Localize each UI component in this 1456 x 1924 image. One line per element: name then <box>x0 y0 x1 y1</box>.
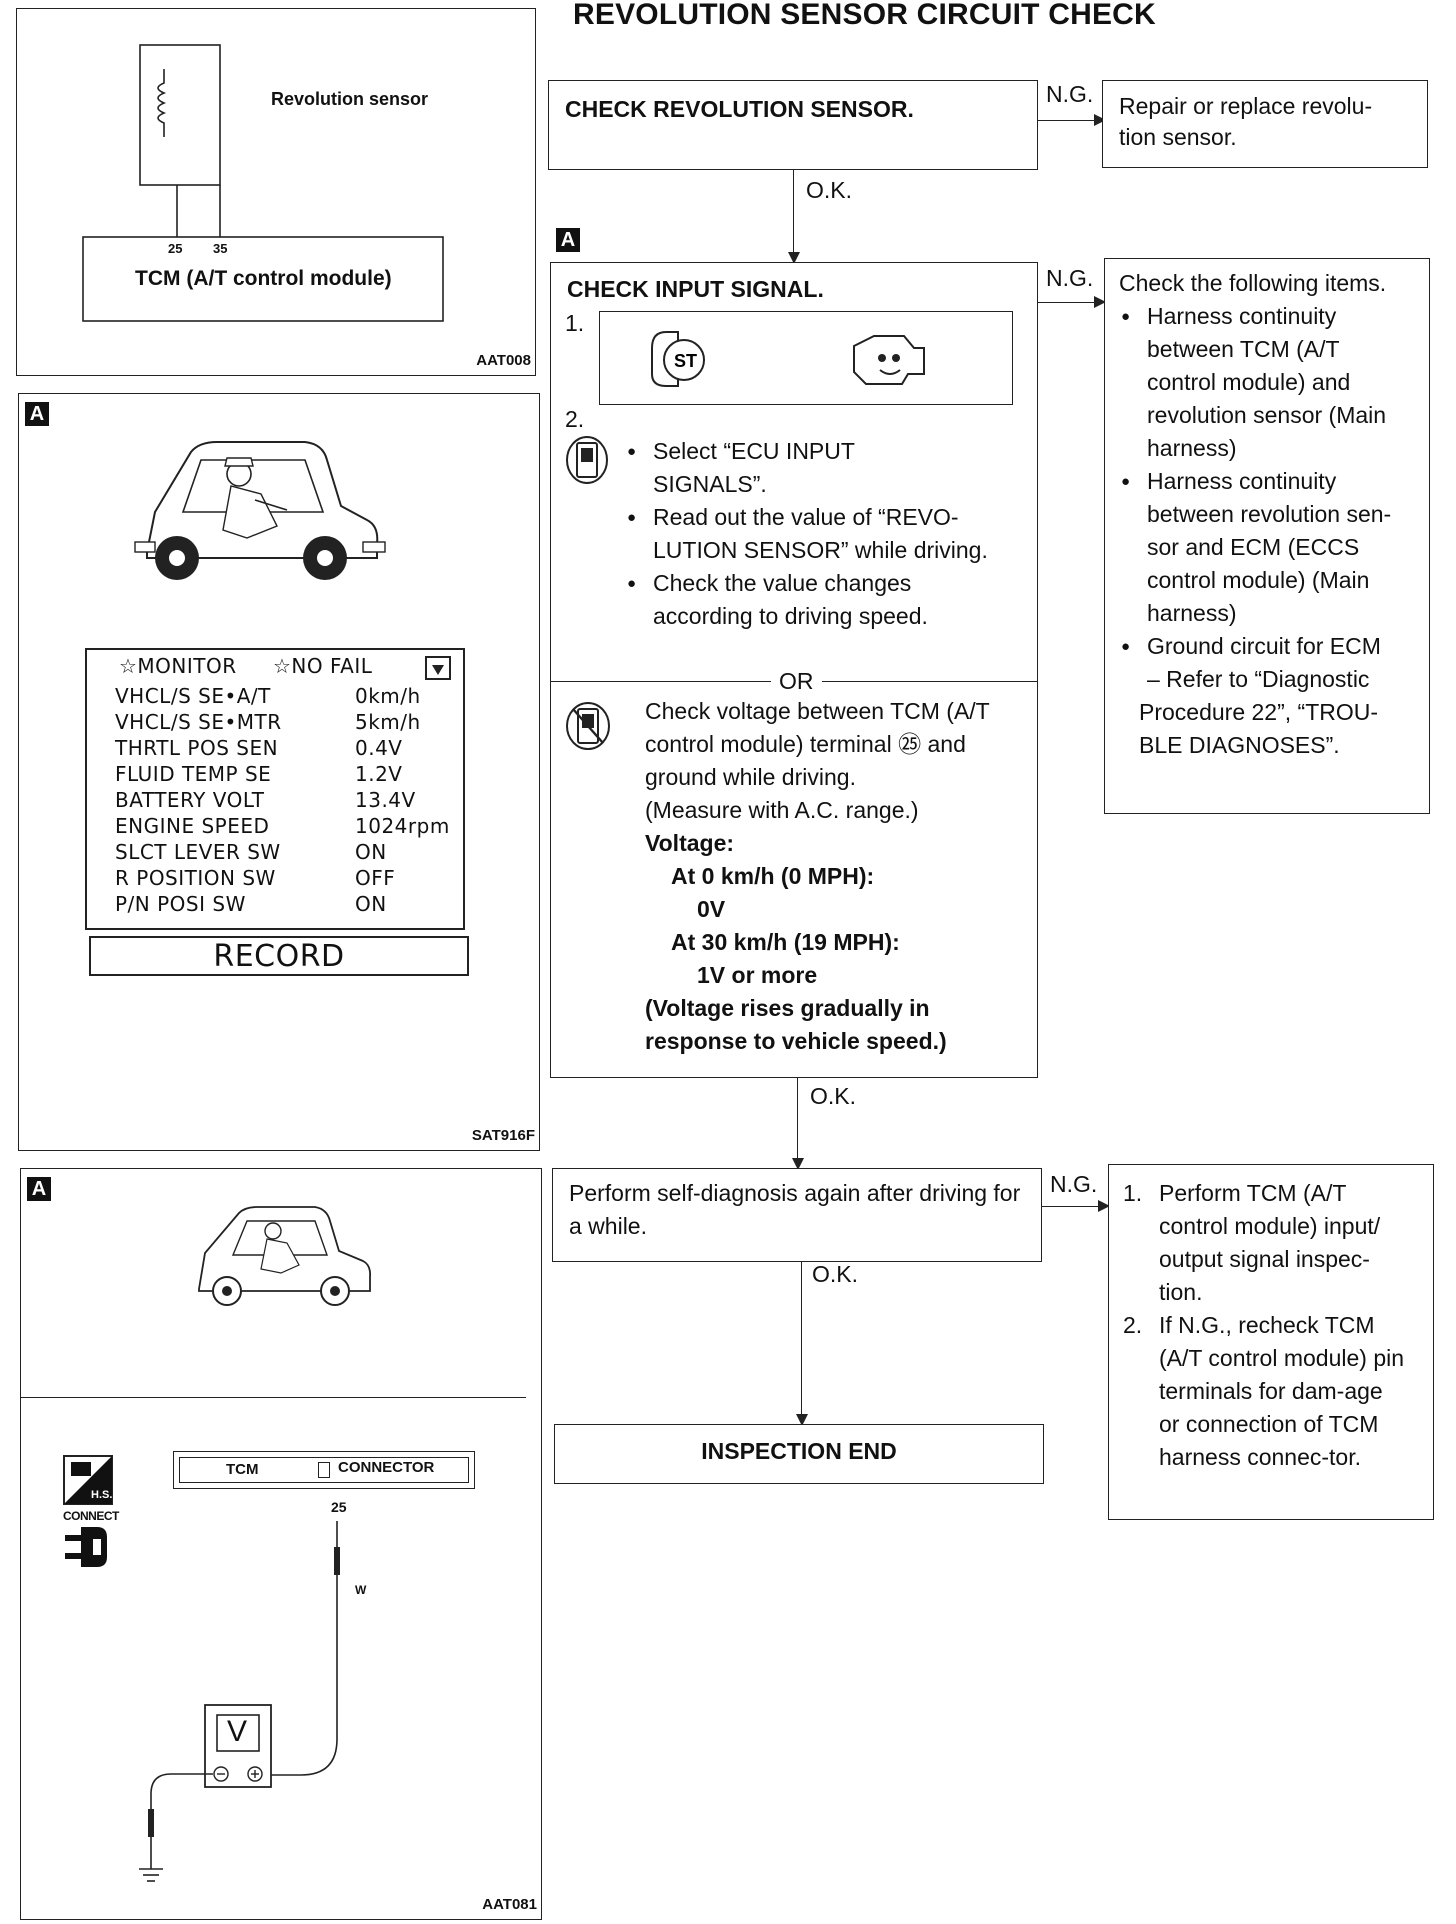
sensor-label: Revolution sensor <box>271 89 429 109</box>
car-driving-icon <box>134 441 386 580</box>
inspection-end-box: INSPECTION END <box>554 1424 1044 1484</box>
inspection-end-label: INSPECTION END <box>701 1438 897 1464</box>
svg-text:ST: ST <box>674 351 697 371</box>
ng2-items: Harness continuity between TCM (A/T cont… <box>1119 300 1415 663</box>
terminal-pin-label: 25 <box>331 1499 347 1515</box>
page-title: REVOLUTION SENSOR CIRCUIT CHECK <box>573 0 1156 31</box>
monitor-header-right: ☆NO FAIL <box>273 654 373 678</box>
ng2-intro: Check the following items. <box>1119 270 1387 296</box>
or-label: OR <box>771 665 822 698</box>
step2-title: CHECK INPUT SIGNAL. <box>567 276 824 302</box>
figure-circuit-diagram: Revolution sensor 25 35 TCM (A/T control… <box>16 8 536 376</box>
ng3-item2: If N.G., recheck TCM (A/T control module… <box>1159 1312 1405 1470</box>
ng-label: N.G. <box>1050 1171 1098 1197</box>
figure-ref: AAT081 <box>482 1896 537 1913</box>
connector-tcm-label: TCM <box>226 1461 259 1478</box>
step2-num2: 2. <box>565 406 585 432</box>
ng-label: N.G. <box>1046 81 1094 107</box>
ok-label: O.K. <box>806 177 853 203</box>
record-button[interactable]: RECORD <box>89 936 469 976</box>
figure-ref: AAT008 <box>476 352 531 369</box>
ok-label: O.K. <box>812 1261 859 1287</box>
io-signal-inspection-box: 1. Perform TCM (A/T control module) inpu… <box>1108 1164 1434 1520</box>
monitor-header-left: ☆MONITOR <box>119 654 237 678</box>
bullet-item: Ground circuit for ECM <box>1119 630 1415 663</box>
step2-num1: 1. <box>565 310 585 336</box>
pin-label-35: 35 <box>213 241 228 256</box>
terminal-25 <box>318 1462 330 1478</box>
tcm-connector: TCM CONNECTOR <box>173 1451 475 1489</box>
circuit-diagram <box>82 44 444 322</box>
ng-label: N.G. <box>1046 265 1094 291</box>
ignition-key-icon: ST <box>651 331 705 387</box>
connector-label: CONNECTOR <box>336 1459 437 1476</box>
bullet-item: Select “ECU INPUT SIGNALS”. <box>625 435 923 501</box>
figure-ref: SAT916F <box>471 1127 535 1144</box>
ng3-num1: 1. <box>1123 1180 1143 1206</box>
voltage-label: Voltage: <box>645 830 735 856</box>
bullet-item: Check the value changes according to dri… <box>625 567 993 633</box>
figure-voltage-check: A H.S. CONNECT TCM CONNECTOR 25 W <box>20 1168 542 1920</box>
self-diagnosis-box: Perform self-diagnosis again after drivi… <box>552 1168 1042 1262</box>
refer-text: – Refer to “Diagnostic Procedure 22”, “T… <box>1139 666 1379 758</box>
car-driving-icon <box>198 1206 372 1306</box>
spec-0kmh: At 0 km/h (0 MPH): <box>671 863 875 889</box>
check-revolution-sensor-box: CHECK REVOLUTION SENSOR. <box>548 80 1038 170</box>
pin-label-25: 25 <box>168 241 183 256</box>
bullet-item: Harness continuity between revolution se… <box>1119 465 1411 630</box>
spec-30kmh: At 30 km/h (19 MPH): <box>671 929 900 955</box>
tcm-label: TCM (A/T control module) <box>135 267 392 290</box>
hs-label: H.S. <box>91 1489 113 1501</box>
connect-label: CONNECT <box>63 1509 119 1523</box>
ng3-num2: 2. <box>1123 1312 1143 1338</box>
divider <box>21 1397 526 1398</box>
consult-tool-icon <box>566 436 608 484</box>
voltage-rises-note: (Voltage rises gradually in response to … <box>645 995 947 1054</box>
ok-label: O.K. <box>810 1083 857 1109</box>
scroll-down-icon[interactable] <box>425 656 451 680</box>
ng3-item1: Perform TCM (A/T control module) input/ … <box>1159 1180 1381 1305</box>
step2-bullets: Select “ECU INPUT SIGNALS”. Read out the… <box>625 435 1025 633</box>
section-badge-a: A <box>25 402 49 426</box>
engine-icon <box>853 335 925 385</box>
spec-0kmh-value: 0V <box>697 896 726 922</box>
ignition-engine-panel: ST <box>599 311 1013 405</box>
bullet-item: Harness continuity between TCM (A/T cont… <box>1119 300 1387 465</box>
section-badge-a: A <box>556 228 580 252</box>
alt-check-text: Check voltage between TCM (A/T control m… <box>645 698 990 790</box>
step3-text: Perform self-diagnosis again after drivi… <box>569 1180 1021 1239</box>
voltmeter-label: V <box>227 1715 248 1748</box>
no-tool-icon <box>566 702 610 750</box>
section-badge-a: A <box>27 1177 51 1201</box>
check-input-signal-box: CHECK INPUT SIGNAL. 1. ST 2. Select “ECU… <box>550 262 1038 1078</box>
harness-side-icon <box>63 1455 113 1505</box>
wire-color-label: W <box>355 1583 367 1597</box>
alt-note: (Measure with A.C. range.) <box>645 797 919 823</box>
repair-text: Repair or replace revolu- tion sensor. <box>1119 93 1373 150</box>
repair-replace-box: Repair or replace revolu- tion sensor. <box>1102 80 1428 168</box>
spec-30kmh-value: 1V or more <box>697 962 818 988</box>
step1-title: CHECK REVOLUTION SENSOR. <box>565 96 914 122</box>
connector-icon <box>65 1527 107 1567</box>
bullet-item: Read out the value of “REVO-LUTION SENSO… <box>625 501 1013 567</box>
voltmeter-wiring <box>139 1521 340 1882</box>
check-following-items-box: Check the following items. Harness conti… <box>1104 258 1430 814</box>
